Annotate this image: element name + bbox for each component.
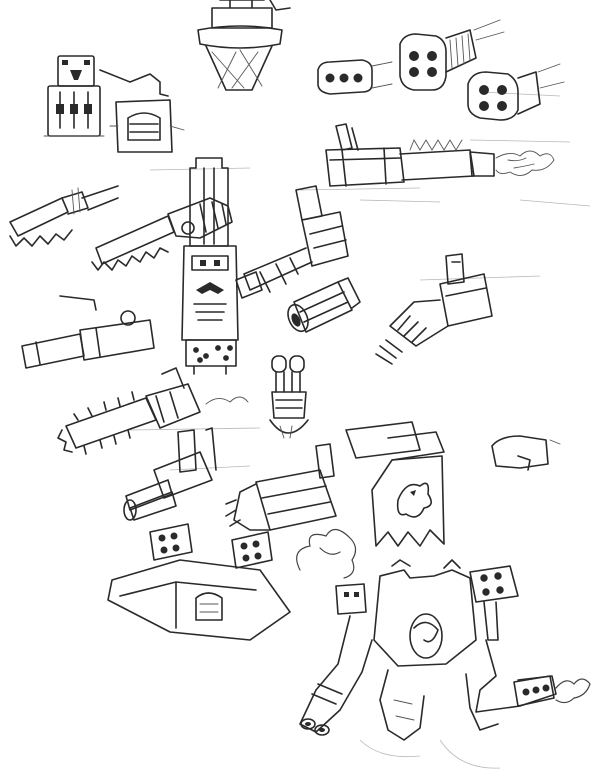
- pedestal-turret: [197, 0, 291, 91]
- fist-arm: [375, 253, 493, 365]
- claw-arm-left: [9, 185, 119, 247]
- banner-with-wolf: [345, 421, 445, 547]
- bunker-tower: [99, 69, 185, 153]
- multi-barrel-launcher: [43, 55, 105, 137]
- gatling-barrel: [269, 355, 309, 439]
- chainsword-arm: [91, 197, 233, 271]
- missile-pod-left: [317, 59, 393, 95]
- gatling-barrel: [287, 277, 361, 333]
- titan-torso: [181, 157, 239, 375]
- missile-pod-right: [467, 63, 565, 121]
- cannon-arm-right: [325, 123, 555, 187]
- power-fist-arm: [225, 443, 337, 531]
- paper-bleed-lines: [129, 91, 591, 471]
- heavy-cannon: [235, 185, 349, 299]
- twin-launcher-hull: [107, 523, 291, 641]
- claw-arm-left: [21, 295, 155, 369]
- twin-barrel-arm: [123, 427, 217, 521]
- small-shoulder-piece: [491, 435, 561, 471]
- missile-pod-center: [399, 19, 505, 91]
- tooth-blade-arm: [57, 367, 249, 455]
- warlord-titan-body: [296, 528, 591, 769]
